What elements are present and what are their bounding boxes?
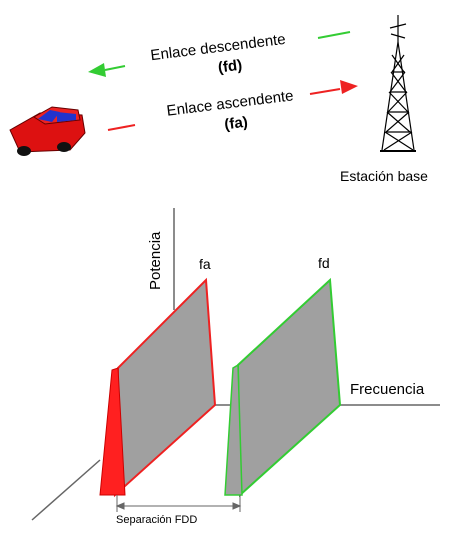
car-icon [9,106,86,156]
base-station-label: Estación base [340,168,428,184]
uplink-band-label: fa [199,256,211,272]
uplink-freq-label: (fa) [223,114,248,134]
antenna-tower-icon [380,15,416,152]
depth-axis [31,459,101,521]
downlink-band-label: fd [318,255,330,271]
downlink-arrow [88,31,351,77]
fdd-separation-bracket [115,495,242,512]
uplink-band [99,277,217,498]
frequency-axis-label: Frecuencia [350,381,425,398]
power-axis-label: Potencia [147,231,164,290]
downlink-freq-label: (fd) [217,57,243,77]
downlink-band [224,277,342,498]
uplink-arrow [107,80,358,131]
fdd-separation-label: Separación FDD [116,514,197,526]
